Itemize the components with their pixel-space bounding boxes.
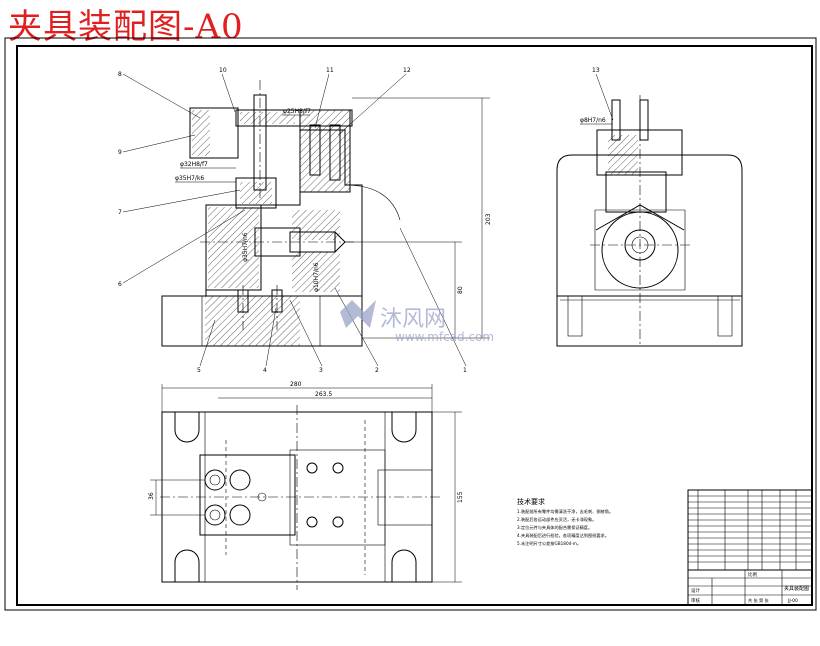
fit-label-left-bore: φ35H7/n6 — [242, 232, 249, 262]
title-block-drawing-name: 夹具装配图 — [784, 585, 809, 592]
technical-requirements: 技术要求 1.装配前所有零件均需清洗干净，去毛刺、倒棱角。 2.装配后各运动部件… — [517, 497, 613, 547]
dim-width-overall: 280 — [290, 381, 302, 388]
sheet-outer-border — [4, 37, 817, 611]
dim-depth-overall: 155 — [457, 491, 464, 503]
balloon-13: 13 — [592, 67, 600, 74]
dim-mid-height: 80 — [457, 286, 464, 294]
balloon-11: 11 — [326, 67, 334, 74]
watermark: 沐风网 www.mfcad.com — [340, 300, 494, 344]
title-block-sheet: 共 张 第 张 — [748, 597, 770, 604]
sheet-inner-border — [16, 45, 813, 606]
balloon-5: 5 — [197, 367, 201, 374]
fit-label-side: φ10H7/n6 — [313, 262, 320, 292]
dim-total-height: 203 — [485, 213, 492, 225]
tech-line: 5.未注明尺寸公差按GB1804-m。 — [517, 540, 581, 547]
balloon-9: 9 — [118, 149, 122, 156]
balloon-1: 1 — [463, 367, 467, 374]
fit-label-h7n6: φ25H8/f7 — [283, 108, 311, 115]
balloon-6: 6 — [118, 281, 122, 288]
watermark-url: www.mfcad.com — [395, 330, 494, 344]
side-view: 13 φ8H7/n6 — [556, 67, 743, 347]
balloon-4: 4 — [263, 367, 267, 374]
title-block-designer: 设计 — [691, 587, 700, 594]
parts-list — [687, 489, 813, 571]
balloon-8: 8 — [118, 71, 122, 78]
balloon-leaders: 8 9 7 6 10 11 12 5 4 3 2 1 — [118, 67, 467, 374]
tech-line: 3.定位元件与夹具体的配合需保证精度。 — [517, 524, 592, 531]
top-view: 280 263.5 155 36 — [148, 381, 464, 590]
drawing-title: 夹具装配图-A0 — [8, 7, 244, 47]
tech-heading: 技术要求 — [517, 497, 545, 506]
tech-line: 1.装配前所有零件均需清洗干净，去毛刺、倒棱角。 — [517, 508, 613, 515]
title-block-drawing-no: JJ-00 — [787, 598, 798, 604]
fit-label-right-view: φ8H7/n6 — [580, 117, 606, 124]
tech-line: 4.夹具装配后进行检验，各项精度达到图纸要求。 — [517, 532, 609, 539]
watermark-brand: 沐风网 — [380, 307, 446, 332]
fit-label-h8f7: φ32H8/f7 — [180, 161, 208, 168]
front-section-view: 203 80 φ32H8/f7 φ35H7/k6 φ25H8/f7 φ35H7/… — [161, 80, 492, 347]
title-block-scale: 比例 — [748, 571, 757, 578]
dim-width-inner: 263.5 — [315, 391, 332, 398]
balloon-2: 2 — [375, 367, 379, 374]
balloon-7: 7 — [118, 209, 122, 216]
dim-small-spacing: 36 — [148, 492, 155, 500]
balloon-10: 10 — [219, 67, 227, 74]
balloon-12: 12 — [403, 67, 411, 74]
watermark-logo-icon — [340, 300, 376, 328]
fit-label-h7k6: φ35H7/k6 — [175, 175, 204, 182]
tech-line: 2.装配后各运动部件应灵活，无卡滞现象。 — [517, 516, 596, 523]
title-block: 夹具装配图 比例 共 张 第 张 设计 审核 JJ-00 — [687, 569, 813, 606]
balloon-3: 3 — [319, 367, 323, 374]
title-block-checker: 审核 — [691, 597, 700, 604]
